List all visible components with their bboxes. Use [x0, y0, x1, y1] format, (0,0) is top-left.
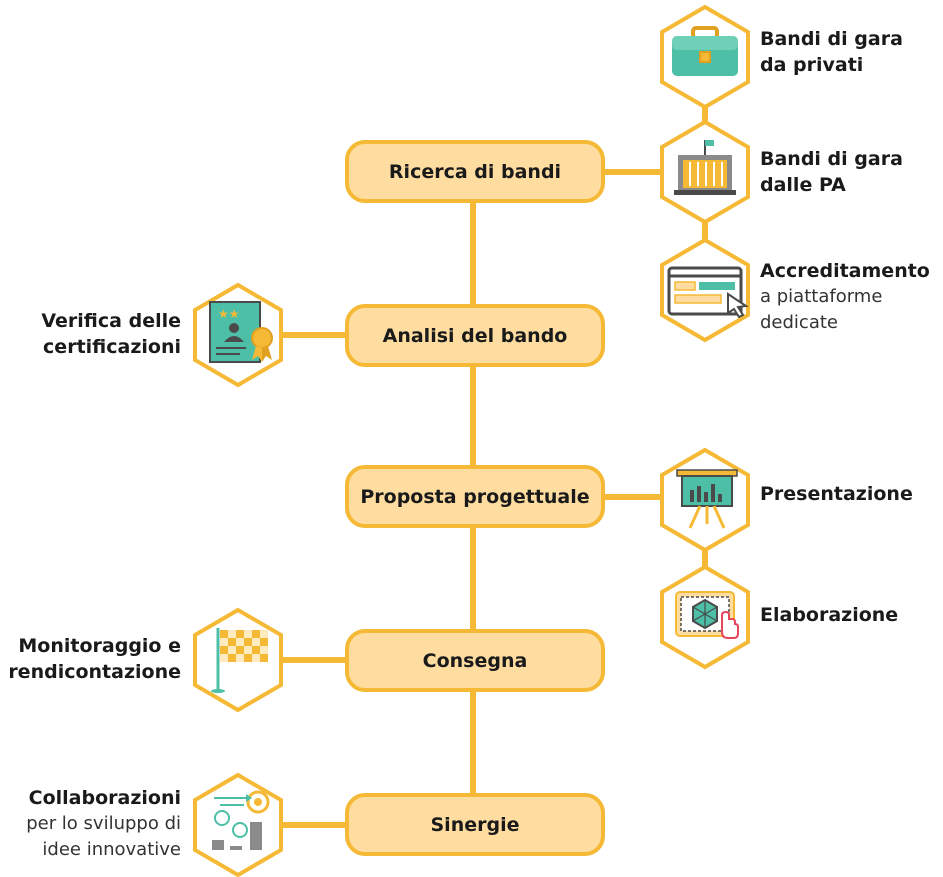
government-building-icon — [674, 140, 736, 195]
flag-square — [220, 654, 228, 662]
label-sub-1: per lo sviluppo di — [26, 813, 181, 834]
label-line-1: Bandi di gara — [760, 148, 903, 170]
flag-square — [260, 638, 268, 646]
flag-square — [220, 630, 228, 638]
label-accreditamento: Accreditamento a piattaforme dedicate — [760, 258, 930, 336]
checkered-flag-icon — [211, 628, 268, 693]
presentation-board-icon — [676, 469, 738, 529]
label-sub-2: dedicate — [760, 312, 838, 333]
stage-label: Consegna — [422, 649, 528, 672]
flag-square — [228, 646, 236, 654]
label-elaborazione: Elaborazione — [760, 602, 898, 628]
label-line-1: Bandi di gara — [760, 28, 903, 50]
stage-label: Analisi del bando — [382, 324, 568, 347]
label-sub-1: a piattaforme — [760, 286, 883, 307]
label-line-2: da privati — [760, 54, 864, 76]
label-line-2: certificazioni — [43, 336, 181, 358]
label-sub-2: idee innovative — [42, 839, 181, 860]
flag-square — [236, 646, 244, 654]
label-bandi-privati: Bandi di gara da privati — [760, 26, 903, 78]
flag-square — [244, 630, 252, 638]
stage-label: Sinergie — [430, 813, 520, 836]
stage-ricerca-di-bandi: Ricerca di bandi — [345, 140, 605, 203]
stage-label: Proposta progettuale — [360, 485, 590, 508]
flag-square — [220, 638, 228, 646]
label-verifica: Verifica delle certificazioni — [41, 308, 181, 360]
label-line-1: Verifica delle — [41, 310, 181, 332]
stage-consegna: Consegna — [345, 629, 605, 692]
label-title: Collaborazioni — [28, 787, 181, 809]
flag-square — [252, 646, 260, 654]
touch-design-icon — [675, 591, 739, 639]
svg-text:★★: ★★ — [218, 307, 240, 321]
flag-square — [244, 646, 252, 654]
stage-sinergie: Sinergie — [345, 793, 605, 856]
label-line-1: Monitoraggio e — [18, 635, 181, 657]
flag-square — [228, 638, 236, 646]
flag-square — [220, 646, 228, 654]
flag-square — [252, 654, 260, 662]
label-presentazione: Presentazione — [760, 481, 913, 507]
label-title: Elaborazione — [760, 604, 899, 626]
flag-square — [244, 654, 252, 662]
label-line-2: rendicontazione — [8, 661, 181, 683]
flag-square — [252, 630, 260, 638]
team-target-icon — [212, 790, 270, 850]
stage-analisi-del-bando: Analisi del bando — [345, 304, 605, 367]
flag-square — [252, 638, 260, 646]
flag-square — [260, 630, 268, 638]
certificate-icon: ★★ — [209, 301, 273, 363]
stage-proposta-progettuale: Proposta progettuale — [345, 465, 605, 528]
label-title: Accreditamento — [760, 260, 930, 282]
stage-label: Ricerca di bandi — [388, 160, 562, 183]
flag-square — [236, 654, 244, 662]
flag-square — [236, 638, 244, 646]
flag-square — [260, 654, 268, 662]
briefcase-icon — [672, 26, 738, 76]
label-line-2: dalle PA — [760, 174, 846, 196]
flag-square — [260, 646, 268, 654]
flag-square — [228, 654, 236, 662]
web-form-cursor-icon — [667, 266, 749, 319]
label-monitoraggio: Monitoraggio e rendicontazione — [8, 633, 181, 685]
label-bandi-pa: Bandi di gara dalle PA — [760, 146, 903, 198]
label-collaborazioni: Collaborazioni per lo sviluppo di idee i… — [26, 785, 181, 863]
flag-square — [244, 638, 252, 646]
label-title: Presentazione — [760, 483, 913, 505]
flag-square — [236, 630, 244, 638]
flag-square — [228, 630, 236, 638]
